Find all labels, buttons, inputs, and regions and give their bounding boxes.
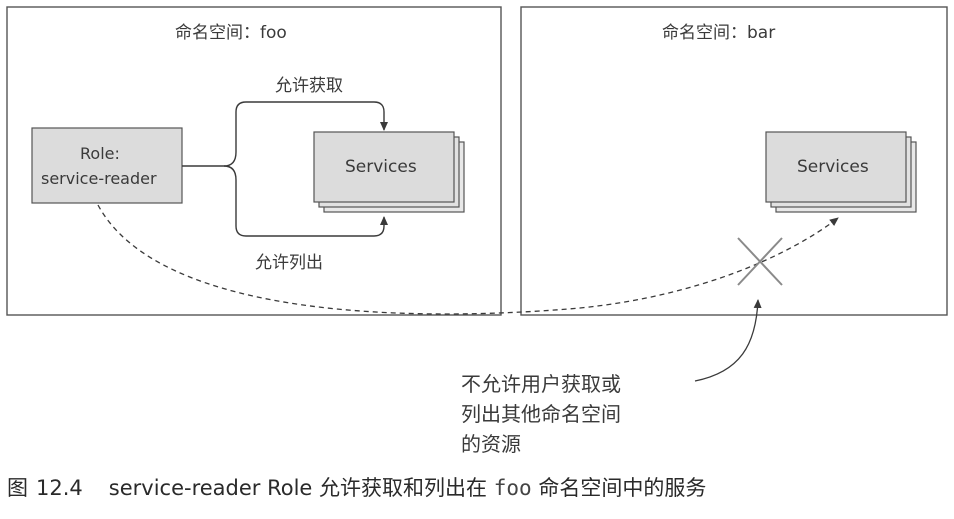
services-bar-label: Services — [797, 157, 869, 177]
caption-figure-label: 图 — [7, 476, 28, 500]
caption-text-after: 命名空间中的服务 — [538, 476, 707, 500]
role-box — [31, 127, 183, 204]
annotation-pointer-arrow — [694, 299, 762, 382]
list-arrow — [223, 165, 388, 237]
annotation-line-1: 不允许用户获取或 — [461, 372, 621, 396]
caption-text-before: service-reader Role 允许获取和列出在 — [108, 476, 488, 500]
blocked-x-icon — [737, 237, 783, 286]
annotation-line-3: 的资源 — [461, 432, 521, 456]
list-arrow-label: 允许列出 — [255, 253, 323, 273]
get-arrow-label: 允许获取 — [275, 76, 343, 96]
namespace-bar-title: 命名空间：bar — [662, 23, 775, 43]
caption-figure-number: 12.4 — [36, 476, 83, 500]
role-label-line2: service-reader — [41, 169, 157, 188]
services-stack-foo: Services — [313, 131, 465, 213]
role-label-line1: Role: — [80, 144, 120, 163]
diagram-canvas: 命名空间：foo 命名空间：bar Role: service-reader S… — [6, 6, 948, 456]
get-arrow — [223, 101, 388, 167]
services-stack-bar: Services — [765, 131, 917, 213]
annotation-line-2: 列出其他命名空间 — [461, 402, 621, 426]
namespace-foo-title: 命名空间：foo — [175, 23, 287, 43]
cross-namespace-dashed-arrow — [97, 204, 839, 315]
figure-caption: 图 12.4 service-reader Role 允许获取和列出在 foo 命名… — [7, 472, 706, 502]
services-foo-label: Services — [345, 157, 417, 177]
caption-code: foo — [493, 476, 532, 500]
